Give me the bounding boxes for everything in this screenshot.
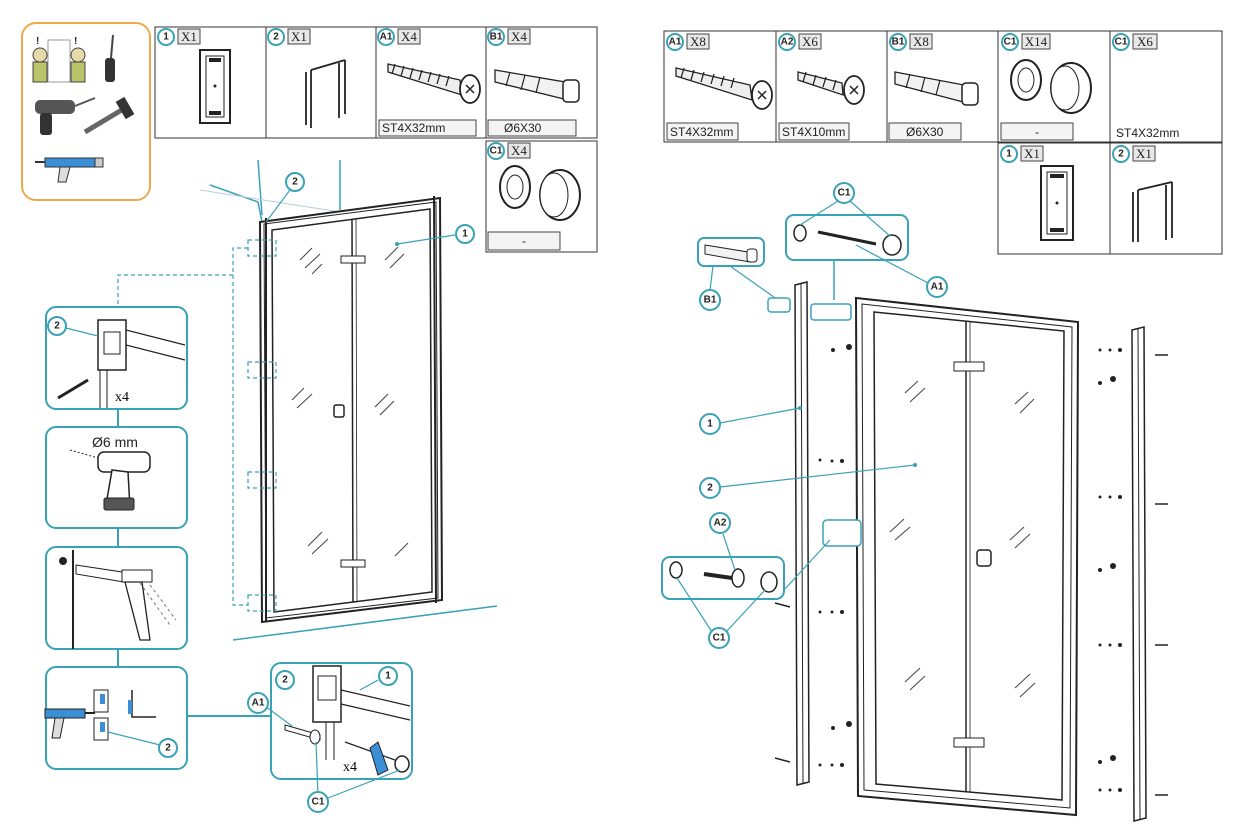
svg-text:-: -: [1035, 125, 1039, 139]
right-cell-screw-a2: A2 X6 ST4X10mm: [778, 33, 865, 141]
svg-text:ST4X32mm: ST4X32mm: [1116, 126, 1179, 140]
svg-text:!: !: [74, 36, 77, 47]
svg-text:A1: A1: [252, 698, 265, 709]
svg-text:ST4X32mm: ST4X32mm: [382, 121, 445, 135]
svg-text:X6: X6: [802, 34, 818, 49]
channel-profile-part-icon: [305, 59, 346, 128]
step-3-insert-plug: [45, 546, 188, 650]
right-cell-cap-c1: C1 X14 -: [1000, 33, 1092, 141]
step-4-apply-sealant: 2: [44, 666, 188, 770]
screwdriver-icon: [105, 34, 115, 82]
right-exploded-view: C1 A1 B1 1 2 A2 C1: [661, 182, 1168, 822]
tools-panel: ! !: [21, 22, 151, 201]
right-parts-table: A1 X8 ST4X32mm A2 X6 ST4X1: [663, 30, 1223, 255]
wall-profile-part-icon: [199, 49, 231, 124]
svg-text:2: 2: [54, 321, 60, 332]
step-5-callouts: A1 C1: [247, 692, 401, 813]
left-parts-table: 1 X1 2 X1 A1 X4: [154, 26, 598, 253]
svg-text:Ø6X30: Ø6X30: [906, 125, 944, 139]
svg-text:2: 2: [282, 675, 288, 686]
left-cell-screw-a1: A1 X4 ST4X32mm: [377, 28, 481, 137]
right-cell-screw-a1: A1 X8 ST4X32mm: [666, 33, 773, 141]
cover-cap-icon: [499, 165, 581, 221]
wall-plug-icon: [894, 71, 979, 106]
svg-text:A1: A1: [931, 282, 944, 293]
step-5-fix-profile: 2 1 x4: [270, 662, 413, 780]
svg-text:x4: x4: [115, 390, 129, 405]
left-cell-part-2: 2 X1: [267, 28, 346, 128]
svg-text:ST4X10mm: ST4X10mm: [782, 125, 845, 139]
svg-text:C1: C1: [713, 633, 726, 644]
svg-text:B1: B1: [704, 295, 717, 306]
svg-text:1: 1: [1006, 149, 1012, 160]
right-cell-c1-x6: C1 X6 ST4X32mm: [1112, 33, 1179, 140]
svg-text:ST4X32mm: ST4X32mm: [670, 125, 733, 139]
svg-text:1: 1: [707, 419, 713, 430]
svg-text:1: 1: [385, 671, 391, 682]
svg-text:2: 2: [1118, 149, 1124, 160]
svg-text:X1: X1: [1136, 146, 1152, 161]
svg-text:C1: C1: [1004, 37, 1017, 48]
svg-text:C1: C1: [838, 188, 851, 199]
left-cell-plug-b1: B1 X4 Ø6X30: [487, 28, 580, 137]
svg-text:C1: C1: [490, 146, 503, 157]
svg-text:X4: X4: [511, 143, 527, 158]
right-cell-part-1: 1 X1: [1000, 145, 1074, 241]
svg-text:1: 1: [462, 229, 468, 240]
short-screw-icon: [797, 71, 865, 105]
svg-text:X1: X1: [1024, 146, 1040, 161]
svg-text:B1: B1: [892, 37, 905, 48]
two-people-icon: ! !: [32, 36, 86, 83]
drill-icon: [35, 97, 96, 135]
wall-profile-part-icon: [1040, 165, 1074, 241]
svg-text:X8: X8: [913, 34, 929, 49]
svg-text:X8: X8: [690, 34, 706, 49]
svg-text:A1: A1: [380, 32, 393, 43]
left-door-illustration: 1 2: [117, 159, 498, 641]
svg-text:A2: A2: [714, 518, 727, 529]
svg-text:X1: X1: [291, 29, 307, 44]
screw-icon: [387, 63, 481, 104]
svg-text:2: 2: [292, 177, 298, 188]
wall-plug-icon: [494, 69, 580, 103]
svg-text:X14: X14: [1025, 34, 1048, 49]
svg-text:1: 1: [163, 32, 169, 43]
step-2-drill: Ø6 mm: [45, 426, 188, 529]
svg-text:2: 2: [273, 32, 279, 43]
sealant-gun-icon: [35, 157, 104, 183]
left-cell-cap-c1: C1 X4 -: [487, 142, 581, 251]
svg-text:x4: x4: [343, 760, 357, 775]
step-1-mark-holes: 2 x4: [45, 306, 188, 410]
svg-text:2: 2: [707, 483, 713, 494]
svg-text:Ø6 mm: Ø6 mm: [92, 434, 138, 450]
svg-text:-: -: [522, 234, 526, 248]
svg-text:C1: C1: [312, 797, 325, 808]
svg-text:!: !: [36, 36, 39, 47]
svg-text:X1: X1: [181, 29, 197, 44]
svg-text:C1: C1: [1115, 37, 1128, 48]
left-cell-part-1: 1 X1: [157, 28, 231, 124]
svg-text:X4: X4: [511, 29, 527, 44]
cover-cap-icon: [1010, 59, 1092, 114]
svg-text:A2: A2: [781, 37, 794, 48]
svg-text:Ø6X30: Ø6X30: [504, 121, 542, 135]
svg-text:A1: A1: [669, 37, 682, 48]
screw-icon: [675, 67, 773, 110]
svg-text:X6: X6: [1137, 34, 1153, 49]
drill-icon: [69, 449, 151, 511]
svg-text:2: 2: [165, 743, 171, 754]
svg-text:B1: B1: [490, 32, 503, 43]
hammer-icon: [83, 96, 135, 135]
right-cell-part-2: 2 X1: [1112, 145, 1173, 242]
svg-text:X4: X4: [401, 29, 417, 44]
right-cell-plug-b1: B1 X8 Ø6X30: [888, 33, 979, 141]
channel-profile-part-icon: [1132, 181, 1173, 242]
